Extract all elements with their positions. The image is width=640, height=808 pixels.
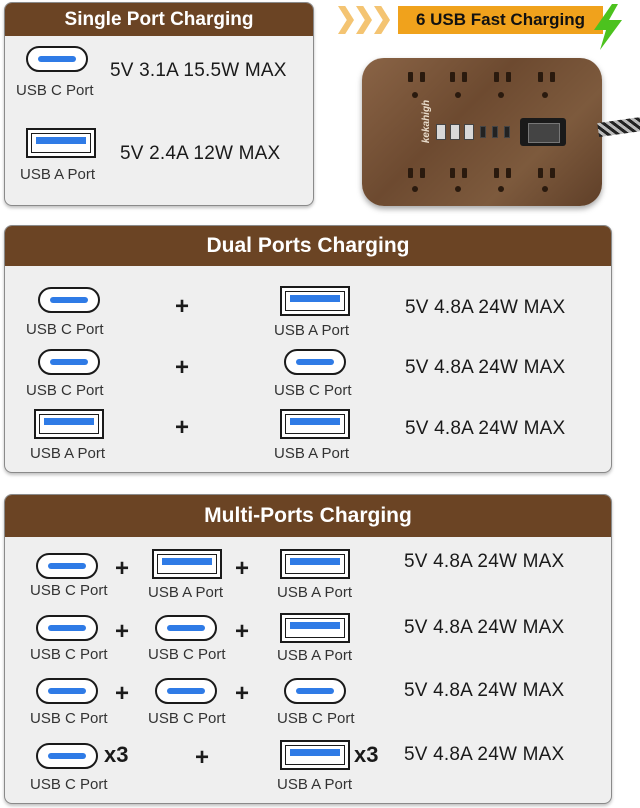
- brand-logo: kekahigh: [421, 99, 433, 144]
- usb-a-port-icon: [152, 549, 222, 579]
- usb-c-port-icon: [36, 615, 98, 641]
- plus-sign: +: [235, 680, 250, 707]
- spec-text: 5V 3.1A 15.5W MAX: [110, 60, 287, 81]
- usb-c-port-icon: [38, 349, 100, 375]
- plus-sign: +: [115, 555, 130, 582]
- port-label: USB C Port: [30, 710, 108, 727]
- usb-a-port-icon: [280, 740, 350, 770]
- multi-ports-title: Multi-Ports Charging: [5, 495, 611, 537]
- port-label: USB A Port: [277, 584, 353, 601]
- port-label: USB C Port: [26, 382, 104, 399]
- plus-sign: +: [235, 555, 250, 582]
- spec-text: 5V 4.8A 24W MAX: [404, 744, 565, 765]
- usb-c-port-icon: [36, 553, 98, 579]
- usb-a-port-icon: [280, 409, 350, 439]
- usb-c-port-icon: [284, 678, 346, 704]
- port-label: USB C Port: [274, 382, 352, 399]
- plus-sign: +: [175, 414, 190, 441]
- usb-a-port-icon: [280, 549, 350, 579]
- plus-sign: +: [115, 618, 130, 645]
- plus-sign: +: [175, 293, 190, 320]
- spec-text: 5V 2.4A 12W MAX: [120, 143, 281, 164]
- multiplier-text: x3: [104, 742, 129, 767]
- port-label: USB C Port: [30, 776, 108, 793]
- spec-text: 5V 4.8A 24W MAX: [404, 617, 565, 638]
- chevron-icon: [374, 6, 390, 34]
- power-switch: [520, 118, 566, 146]
- usb-c-port-icon: [284, 349, 346, 375]
- spec-text: 5V 4.8A 24W MAX: [405, 418, 566, 439]
- usb-c-port-icon: [155, 678, 217, 704]
- plus-sign: +: [115, 680, 130, 707]
- lightning-bolt-icon: [594, 4, 622, 50]
- chevron-icon: [356, 6, 372, 34]
- dual-ports-title: Dual Ports Charging: [5, 226, 611, 266]
- port-label: USB C Port: [26, 321, 104, 338]
- port-label: USB C Port: [16, 82, 94, 99]
- usb-a-port-icon: [280, 286, 350, 316]
- port-label: USB C Port: [30, 582, 108, 599]
- plus-sign: +: [235, 618, 250, 645]
- spec-text: 5V 4.8A 24W MAX: [405, 357, 566, 378]
- port-label: USB A Port: [20, 166, 96, 183]
- usb-c-port-icon: [36, 678, 98, 704]
- port-label: USB A Port: [148, 584, 224, 601]
- port-label: USB C Port: [148, 710, 226, 727]
- spec-text: 5V 4.8A 24W MAX: [404, 680, 565, 701]
- chevron-icon: [338, 6, 354, 34]
- usb-c-port-icon: [36, 743, 98, 769]
- single-port-title: Single Port Charging: [5, 3, 313, 36]
- port-label: USB A Port: [274, 445, 350, 462]
- port-label: USB A Port: [277, 776, 353, 793]
- fast-charging-banner: 6 USB Fast Charging: [398, 6, 603, 34]
- port-label: USB A Port: [274, 322, 350, 339]
- multiplier-text: x3: [354, 742, 379, 767]
- single-port-panel: Single Port Charging: [4, 2, 314, 206]
- port-label: USB C Port: [277, 710, 355, 727]
- power-cable: [597, 117, 640, 137]
- usb-c-port-icon: [155, 615, 217, 641]
- spec-text: 5V 4.8A 24W MAX: [404, 551, 565, 572]
- usb-c-port-icon: [38, 287, 100, 313]
- port-label: USB C Port: [148, 646, 226, 663]
- usb-a-port-icon: [34, 409, 104, 439]
- plus-sign: +: [175, 354, 190, 381]
- port-label: USB A Port: [277, 647, 353, 664]
- plus-sign: +: [195, 744, 210, 771]
- port-label: USB C Port: [30, 646, 108, 663]
- spec-text: 5V 4.8A 24W MAX: [405, 297, 566, 318]
- usb-a-port-icon: [280, 613, 350, 643]
- port-label: USB A Port: [30, 445, 106, 462]
